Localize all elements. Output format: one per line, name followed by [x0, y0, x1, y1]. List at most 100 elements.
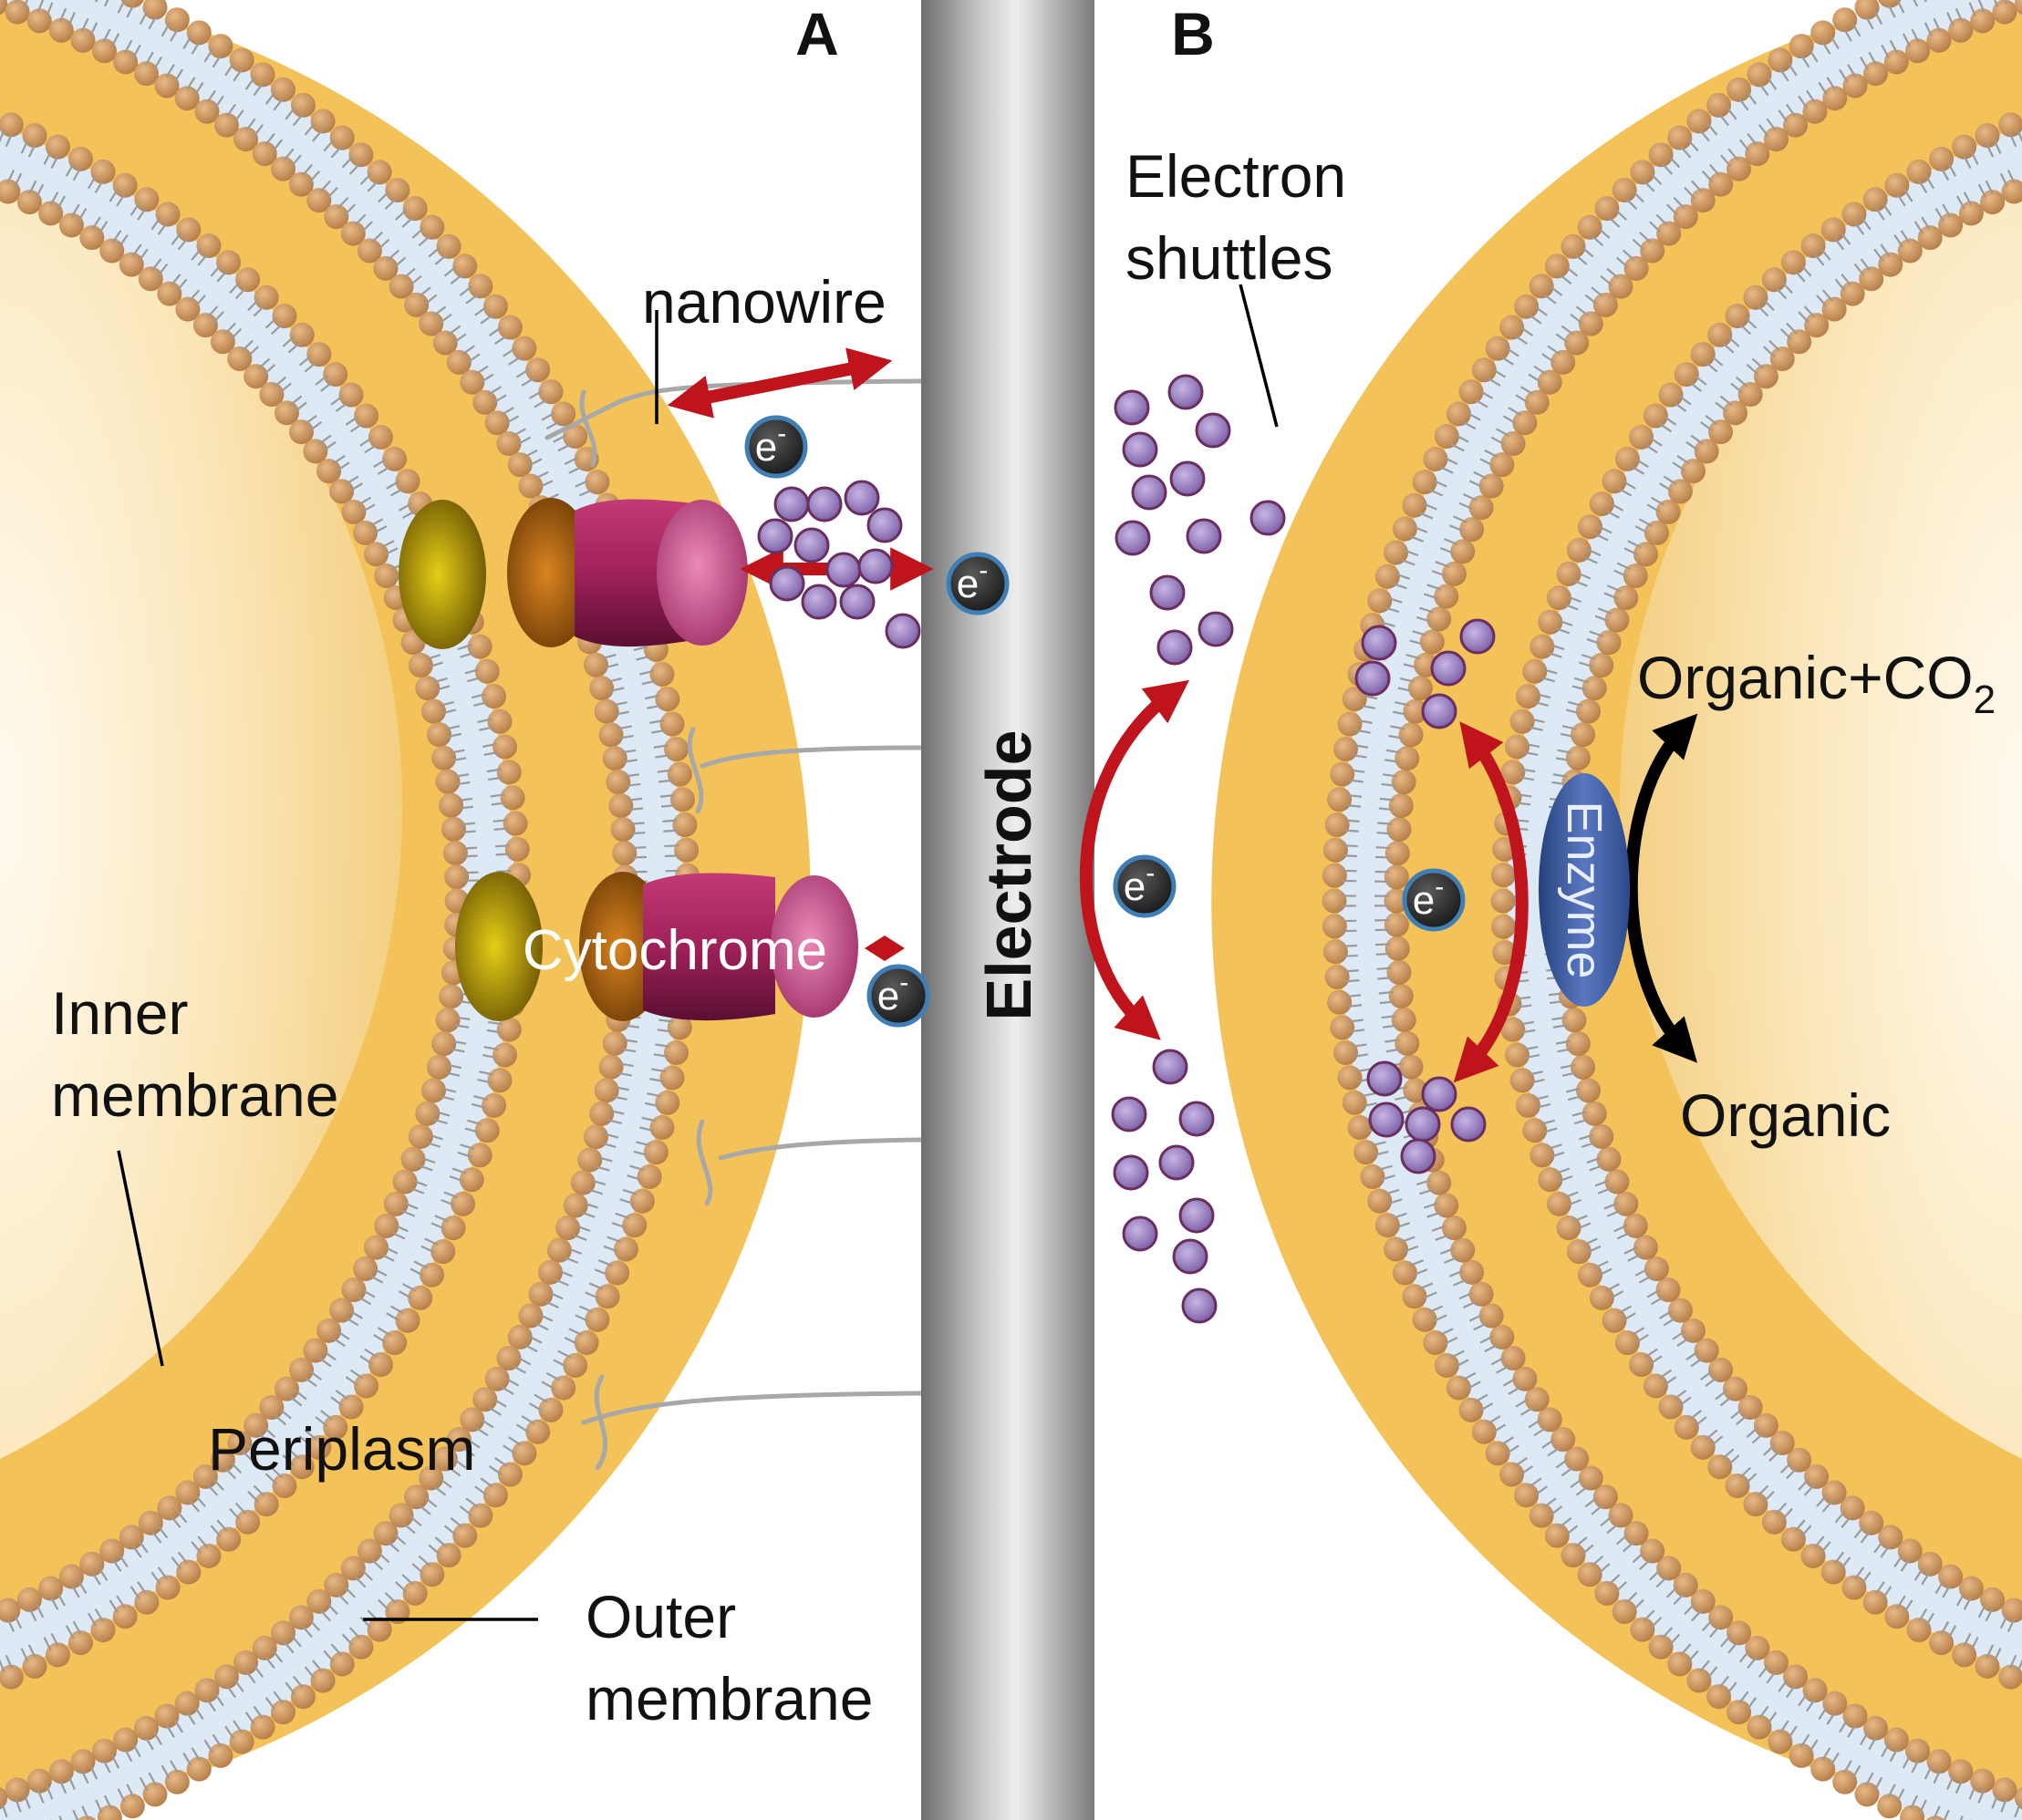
- lipid-head: [119, 1525, 144, 1550]
- lipid-tail: [197, 1536, 209, 1549]
- lipid-tail: [273, 1691, 284, 1704]
- lipid-tail: [594, 1268, 609, 1277]
- lipid-tail: [1680, 146, 1692, 159]
- lipid-head: [1859, 1510, 1884, 1536]
- lipid-head: [1384, 864, 1409, 890]
- lipid-head: [58, 212, 84, 238]
- lipid-head: [1614, 446, 1640, 471]
- lipid-head: [1900, 1804, 1925, 1820]
- lipid-tail: [1523, 1046, 1539, 1051]
- lipid-tail: [118, 234, 129, 248]
- lipid-head: [1384, 1236, 1409, 1262]
- lipid-tail: [1726, 1681, 1737, 1695]
- lipid-tail: [1889, 39, 1899, 54]
- lipid-head: [1594, 1580, 1620, 1606]
- lipid-tail: [1690, 1357, 1704, 1368]
- lipid-tail: [282, 336, 295, 347]
- lipid-tail: [1919, 1799, 1927, 1814]
- lipid-head: [551, 1375, 576, 1401]
- electron-letter: e: [755, 425, 777, 470]
- lipid-tail: [603, 1245, 618, 1253]
- lipid-head: [289, 322, 315, 347]
- lipid-tail: [1555, 627, 1571, 635]
- lipid-head: [1640, 238, 1665, 264]
- lipid-tail: [1392, 583, 1407, 590]
- lipid-tail: [1387, 596, 1403, 604]
- lipid-tail: [467, 1438, 481, 1449]
- lipid-tail: [644, 1101, 660, 1108]
- lipid-tail: [287, 1448, 301, 1460]
- lipid-tail: [1583, 1237, 1598, 1246]
- lipid-head: [329, 479, 355, 504]
- lipid-tail: [150, 258, 162, 272]
- lipid-head: [1656, 221, 1682, 246]
- lipid-head: [329, 1651, 355, 1677]
- lipid-tail: [457, 1151, 472, 1158]
- lipid-tail: [337, 1592, 349, 1606]
- lipid-tail: [1993, 1648, 2002, 1662]
- lipid-tail: [449, 1175, 464, 1183]
- lipid-tail: [1923, 22, 1933, 36]
- lipid-tail: [241, 339, 254, 352]
- lipid-tail: [1786, 1684, 1797, 1699]
- lipid-tail: [1575, 305, 1589, 316]
- electron-circle: [1113, 854, 1177, 918]
- organic-label: Organic: [1680, 1081, 1891, 1149]
- lipid-tail: [233, 68, 244, 82]
- lipid-head: [563, 1352, 588, 1378]
- lipid-tail: [1800, 264, 1812, 277]
- lipid-tail: [1947, 1625, 1957, 1639]
- lipid-head: [589, 1101, 615, 1126]
- lipid-tail: [1747, 132, 1758, 146]
- cytochrome-barrel: [643, 873, 775, 1021]
- lipid-head: [235, 1509, 261, 1535]
- lipid-tail: [1735, 376, 1748, 388]
- lipid-tail: [433, 1118, 448, 1125]
- lipid-tail: [1896, 192, 1906, 207]
- lipid-tail: [479, 1070, 494, 1076]
- outer-membrane-label-line1: Outer: [586, 1583, 736, 1650]
- lipid-tail: [1382, 773, 1398, 778]
- lipid-tail: [465, 1497, 479, 1508]
- lipid-head: [1337, 1065, 1363, 1091]
- lipid-tail: [43, 150, 52, 165]
- lipid-head: [598, 1054, 624, 1080]
- lipid-head: [1614, 1330, 1640, 1356]
- lipid-tail: [1860, 1732, 1869, 1746]
- lipid-tail: [2014, 1803, 2021, 1818]
- shuttle-molecule: [1111, 1096, 1147, 1132]
- lipid-head: [643, 1140, 669, 1165]
- lipid-tail: [234, 1502, 247, 1515]
- lipid-tail: [103, 1794, 112, 1809]
- lipid-head: [164, 1769, 190, 1794]
- cytochrome-subunit-yellow: [399, 500, 486, 649]
- lipid-tail: [1618, 1305, 1633, 1315]
- lipid-tail: [604, 663, 619, 669]
- lipid-head: [1566, 537, 1592, 563]
- lipid-head: [91, 38, 117, 64]
- lipid-tail: [401, 216, 414, 228]
- lipid-head: [353, 1256, 378, 1282]
- lipid-tail: [1873, 11, 1883, 26]
- shuttle-molecule: [1421, 693, 1457, 729]
- lipid-tail: [450, 1517, 463, 1528]
- lipid-head: [338, 382, 364, 408]
- lipid-tail: [480, 1418, 494, 1429]
- lipid-head: [1537, 369, 1562, 395]
- lipid-tail: [411, 227, 424, 239]
- lipid-head: [1783, 1664, 1809, 1690]
- lipid-tail: [1547, 345, 1561, 356]
- lipid-tail: [1650, 496, 1664, 506]
- lipid-head: [310, 109, 336, 134]
- lipid-head: [1589, 1285, 1614, 1310]
- lipid-tail: [1970, 150, 1979, 165]
- lipid-tail: [495, 853, 511, 856]
- lipid-head: [1878, 252, 1903, 277]
- lipid-tail: [1721, 1448, 1735, 1460]
- lipid-tail: [1377, 1164, 1393, 1172]
- lipid-head: [1804, 313, 1830, 338]
- lipid-tail: [384, 198, 397, 211]
- lipid-tail: [304, 1666, 316, 1680]
- lipid-head: [348, 142, 374, 168]
